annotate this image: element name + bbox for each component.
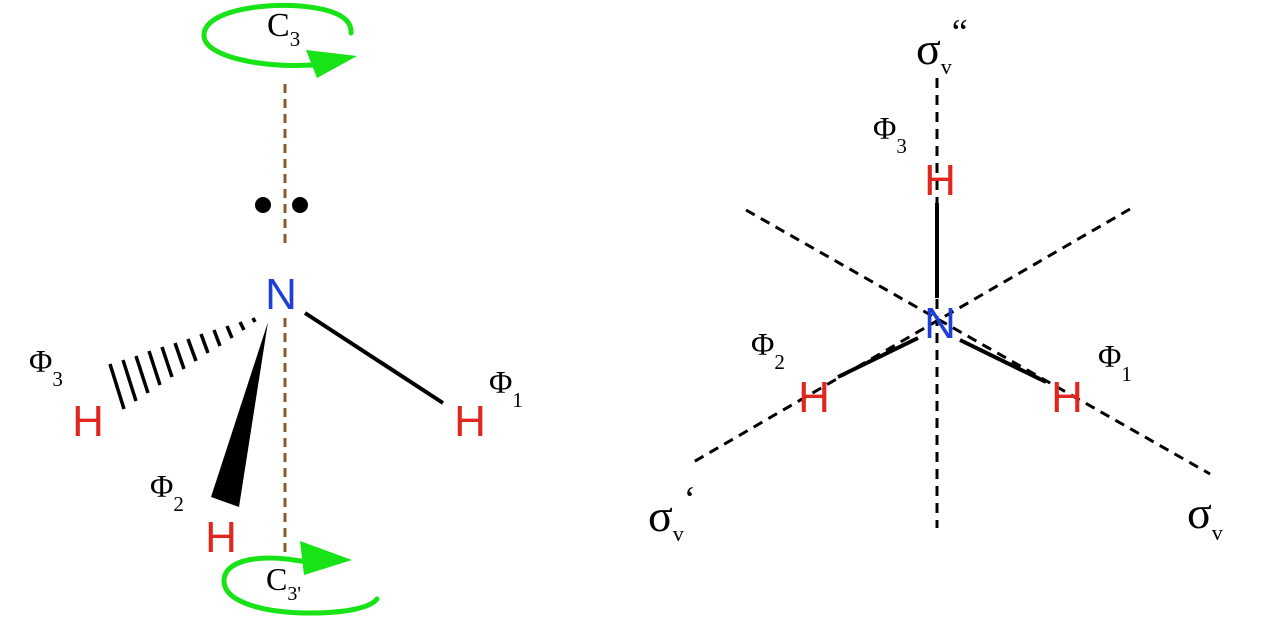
hydrogen-atom-h3: H xyxy=(924,156,956,205)
phi1-label: Φ1 xyxy=(489,364,523,412)
left-panel: C3 N H H H Φ xyxy=(29,3,523,616)
hydrogen-atom-h3: H xyxy=(72,397,104,446)
lone-pair-electron xyxy=(255,197,271,213)
phi3-label: Φ3 xyxy=(29,343,63,391)
hydrogen-atom-h2: H xyxy=(798,373,830,422)
lone-pair-electron xyxy=(292,197,308,213)
c3-label: C3 xyxy=(267,7,300,51)
bond-n-h2-wedge xyxy=(211,322,268,507)
phi2-label: Φ2 xyxy=(150,468,184,516)
sigma-v-double-prime-label: σv“ xyxy=(916,12,968,79)
phi3-label: Φ3 xyxy=(873,110,907,158)
right-panel: N H H H Φ3 Φ2 Φ1 σv“ σv‘ σv xyxy=(648,12,1223,546)
bond-n-h3-hashed xyxy=(108,317,257,410)
c3-prime-label: C3' xyxy=(266,561,301,605)
hydrogen-atom-h2: H xyxy=(205,513,237,562)
nitrogen-atom: N xyxy=(924,299,956,348)
phi1-label: Φ1 xyxy=(1098,338,1132,386)
c3-rotation-arrow-icon xyxy=(201,3,357,78)
bond-n-h1 xyxy=(303,311,445,405)
hydrogen-atom-h1: H xyxy=(1051,373,1083,422)
bond-n-h1 xyxy=(959,338,1047,384)
bond-n-h2 xyxy=(837,336,919,379)
phi2-label: Φ2 xyxy=(751,326,785,374)
sigma-v-label: σv xyxy=(1187,487,1223,545)
c3-prime-rotation-arrow-icon xyxy=(221,541,380,616)
nitrogen-atom: N xyxy=(265,270,297,319)
hydrogen-atom-h1: H xyxy=(454,397,486,446)
sigma-v-prime-label: σv‘ xyxy=(648,479,696,546)
mirror-plane-sigma-v xyxy=(745,208,1211,476)
